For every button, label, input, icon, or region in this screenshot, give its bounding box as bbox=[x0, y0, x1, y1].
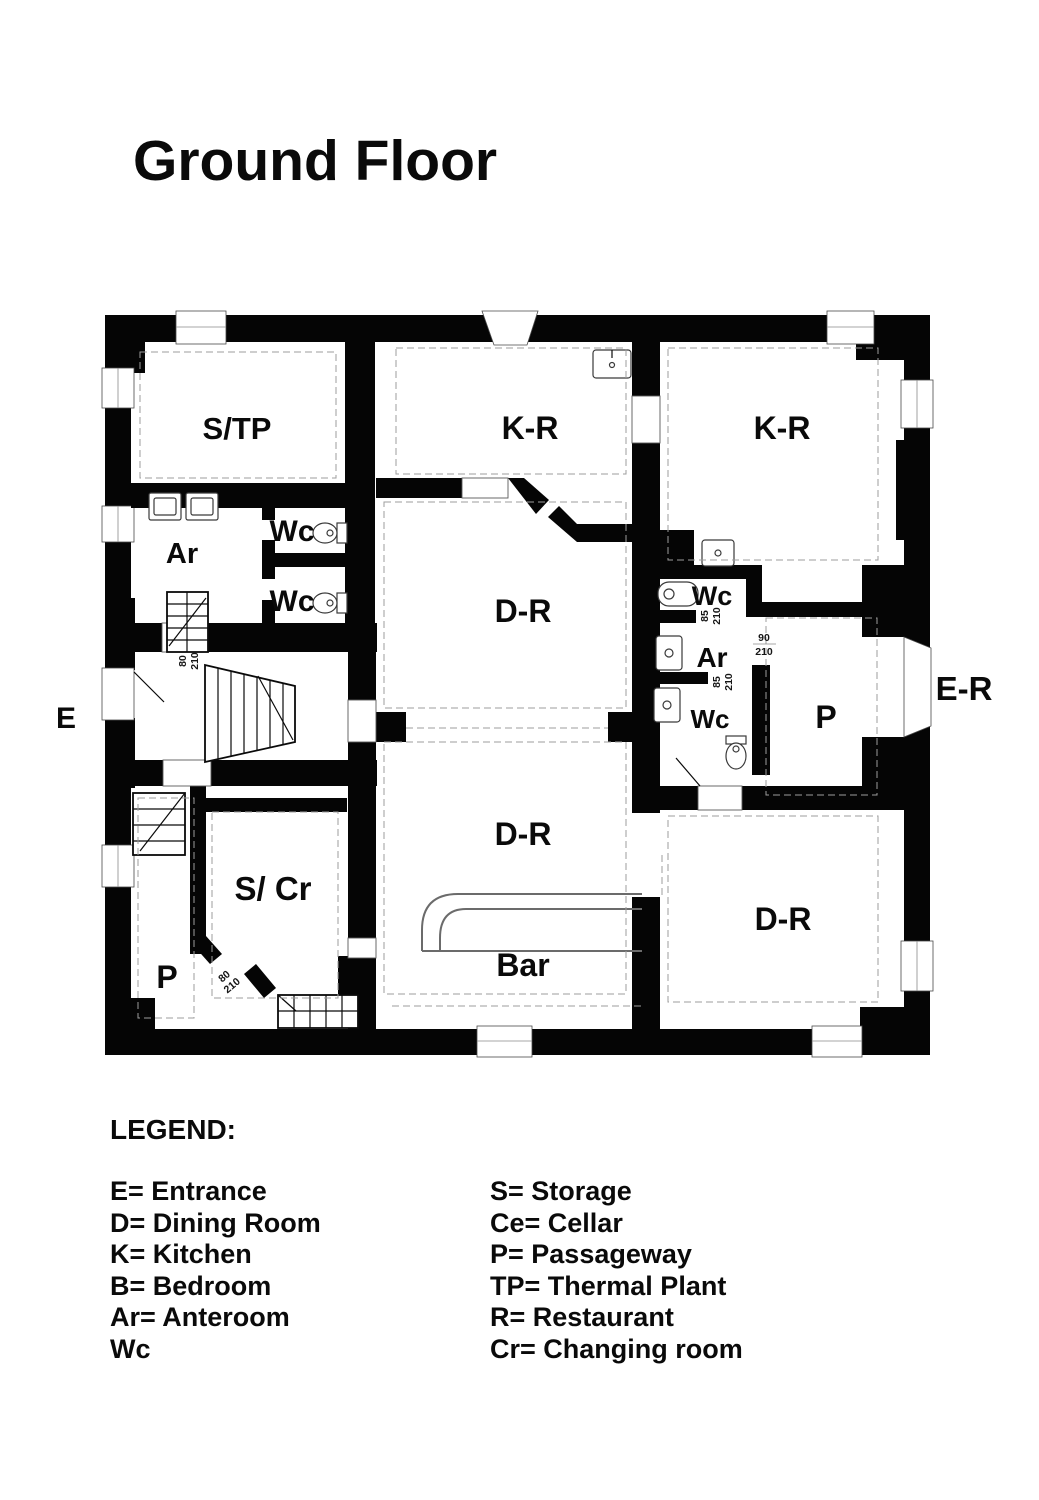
room-label-passageway: P bbox=[156, 959, 177, 995]
legend-column-left: E= Entrance D= Dining Room K= Kitchen B=… bbox=[110, 1176, 321, 1366]
room-label-wc: Wc bbox=[270, 515, 315, 548]
window-icon bbox=[811, 1025, 863, 1058]
sink-icon bbox=[655, 635, 683, 671]
sink-icon bbox=[701, 539, 735, 567]
room-label-dining-restaurant: D-R bbox=[755, 901, 812, 937]
door-dimension: 80 210 bbox=[177, 652, 201, 670]
room-label-passageway: P bbox=[815, 699, 836, 735]
room-label-anteroom: Ar bbox=[696, 642, 727, 673]
svg-text:85: 85 bbox=[711, 676, 723, 688]
sink-icon bbox=[592, 349, 632, 379]
door-opening bbox=[631, 395, 661, 444]
entrance-restaurant-label: E-R bbox=[936, 670, 993, 707]
svg-text:80: 80 bbox=[177, 655, 189, 667]
inner-walls bbox=[131, 315, 906, 1029]
room-outlines bbox=[137, 347, 879, 1019]
toilet-icon bbox=[312, 592, 348, 614]
room-labels: S/TP K-R K-R Wc Ar Wc D-R Wc Ar Wc P D-R… bbox=[56, 410, 993, 995]
svg-text:210: 210 bbox=[755, 646, 773, 658]
legend-item: S= Storage bbox=[490, 1176, 632, 1206]
room-label-wc: Wc bbox=[270, 585, 315, 618]
door-swing bbox=[133, 671, 165, 703]
bar-counter bbox=[392, 893, 642, 1007]
room-label-wc: Wc bbox=[692, 581, 733, 611]
upper-steps bbox=[166, 591, 209, 653]
room-label-dining-restaurant: D-R bbox=[495, 816, 552, 852]
legend-item: K= Kitchen bbox=[110, 1239, 252, 1270]
legend-item: E= Entrance bbox=[110, 1176, 267, 1206]
window-icon bbox=[175, 310, 227, 345]
toilet-icon bbox=[312, 522, 348, 544]
window-icon bbox=[826, 310, 875, 345]
bathtub-icon bbox=[657, 581, 699, 607]
sink-icon bbox=[148, 492, 182, 521]
room-label-kitchen-restaurant: K-R bbox=[754, 410, 811, 446]
door-opening bbox=[347, 699, 377, 743]
legend-item: TP= Thermal Plant bbox=[490, 1270, 727, 1301]
door-opening bbox=[162, 759, 212, 787]
svg-text:90: 90 bbox=[758, 632, 770, 644]
door-dimension: 90 210 bbox=[753, 632, 776, 658]
room-label-bar: Bar bbox=[496, 947, 549, 983]
window-icon bbox=[476, 1025, 533, 1058]
entrance-opening bbox=[101, 667, 135, 721]
room-label-kitchen-restaurant: K-R bbox=[502, 410, 559, 446]
door-swing bbox=[675, 757, 701, 787]
page-title: Ground Floor bbox=[133, 129, 498, 193]
legend-item: B= Bedroom bbox=[110, 1270, 272, 1301]
entrance-label: E bbox=[56, 702, 76, 735]
legend-heading: LEGEND: bbox=[110, 1114, 236, 1145]
door-dimension: 80 210 bbox=[216, 968, 243, 996]
sink-icon bbox=[185, 492, 219, 521]
main-staircase bbox=[204, 663, 296, 764]
svg-text:85: 85 bbox=[699, 610, 711, 622]
legend: LEGEND: E= Entrance D= Dining Room K= Ki… bbox=[110, 1114, 743, 1364]
room-label-anteroom: Ar bbox=[166, 538, 198, 570]
legend-item: R= Restaurant bbox=[490, 1302, 674, 1333]
svg-text:210: 210 bbox=[723, 673, 735, 691]
toilet-icon bbox=[725, 735, 747, 770]
legend-item: Ar= Anteroom bbox=[110, 1302, 290, 1333]
door-dimension: 85 210 bbox=[699, 607, 723, 625]
room-label-storage-changing: S/ Cr bbox=[234, 870, 311, 907]
legend-column-right: S= Storage Ce= Cellar P= Passageway TP= … bbox=[490, 1176, 743, 1366]
svg-text:210: 210 bbox=[711, 607, 723, 625]
legend-item: Wc bbox=[110, 1333, 151, 1364]
windows bbox=[101, 310, 934, 1058]
vestibule-steps bbox=[132, 792, 186, 856]
legend-item: D= Dining Room bbox=[110, 1207, 321, 1238]
window-icon bbox=[481, 310, 539, 346]
entrance-r-opening bbox=[903, 636, 932, 738]
legend-item: Ce= Cellar bbox=[490, 1207, 623, 1238]
room-label-dining-restaurant: D-R bbox=[495, 593, 552, 629]
lower-steps bbox=[277, 994, 359, 1029]
door-opening bbox=[697, 785, 743, 811]
room-label-stp: S/TP bbox=[203, 411, 272, 446]
room-label-wc: Wc bbox=[691, 704, 730, 734]
door-opening bbox=[347, 937, 377, 959]
legend-item: P= Passageway bbox=[490, 1239, 692, 1270]
legend-item: Cr= Changing room bbox=[490, 1333, 743, 1364]
sink-icon bbox=[653, 687, 681, 723]
svg-text:210: 210 bbox=[189, 652, 201, 670]
door-dimension: 85 210 bbox=[711, 673, 735, 691]
door-opening bbox=[461, 477, 509, 499]
